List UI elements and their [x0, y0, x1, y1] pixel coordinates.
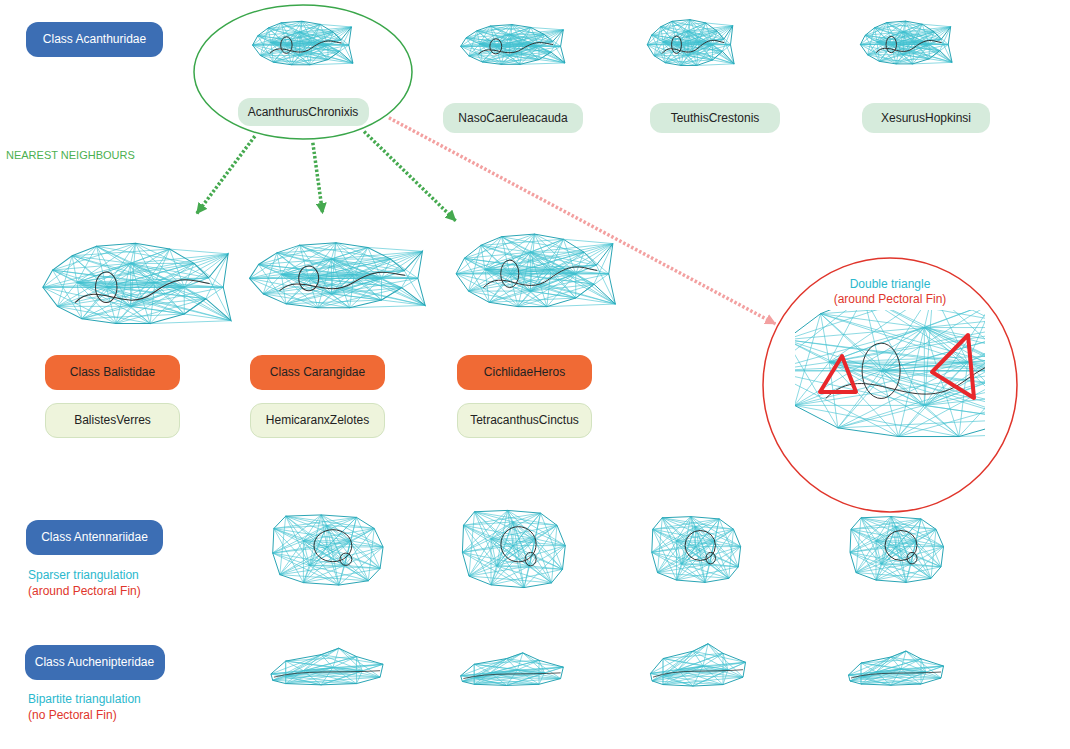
label-pill: AcanthurusChronixis — [238, 98, 369, 126]
neighbour-group: CichlidaeHeros — [457, 210, 617, 390]
fish-triangulation — [795, 310, 985, 437]
species-pill: TeuthisCrestonis — [650, 103, 780, 133]
species-pill: TetracanthusCinctus — [457, 403, 592, 438]
fish-triangulation — [462, 510, 565, 587]
label-pill: CichlidaeHeros — [457, 355, 592, 390]
fish-row-auchenipteridae — [271, 644, 944, 686]
node-label: TetracanthusCinctus — [470, 413, 579, 428]
label-pill: Class Carangidae — [250, 355, 385, 390]
node-label: Class Carangidae — [270, 365, 365, 380]
double-triangle — [932, 335, 974, 398]
node-label: NasoCaeruleacauda — [458, 111, 567, 126]
node-label: Class Acanthuridae — [43, 32, 146, 47]
fish-triangulation — [849, 651, 944, 685]
neighbour-arrow — [313, 143, 323, 213]
species-pill: NasoCaeruleacauda — [443, 103, 583, 133]
fish-triangulation — [250, 243, 426, 308]
label-pill: Class Balistidae — [45, 355, 180, 390]
note-label: Sparser triangulation — [28, 568, 139, 583]
class-pill: Class Antennariidae — [26, 520, 163, 555]
node-label: AcanthurusChronixis — [248, 105, 359, 120]
double-triangle — [820, 356, 856, 392]
fish-triangulation — [461, 653, 564, 686]
fish-triangulation — [860, 21, 952, 64]
species-pill: XesurusHopkinsi — [862, 103, 990, 133]
fish-row-neighbours — [43, 234, 615, 323]
note-label: (no Pectoral Fin) — [28, 708, 117, 723]
class-pill: Class Acanthuridae — [26, 22, 163, 57]
note-label: Bipartite triangulation — [28, 692, 141, 707]
fish-triangulation — [43, 243, 231, 323]
fish-triangulation — [652, 517, 741, 583]
fish-row-antennariidae — [273, 510, 944, 587]
section-label: NEAREST NEIGHBOURS — [6, 148, 135, 163]
fish-triangulation — [651, 644, 746, 686]
node-label: TeuthisCrestonis — [671, 111, 760, 126]
node-label: Class Auchenipteridae — [35, 655, 154, 670]
node-label: CichlidaeHeros — [484, 365, 565, 380]
neighbour-group: Class Balistidae — [45, 215, 215, 390]
callout-text: Double triangle — [762, 277, 1018, 292]
neighbour-group: Class Carangidae — [250, 215, 420, 390]
note-label: (around Pectoral Fin) — [28, 584, 141, 599]
node-label: Class Balistidae — [70, 365, 155, 380]
fish-triangulation — [271, 648, 383, 685]
fish-row-acanthuridae — [253, 20, 952, 66]
zoom-circle: Double triangle(around Pectoral Fin) — [762, 257, 1018, 513]
node-label: XesurusHopkinsi — [881, 111, 971, 126]
highlight-ellipse: AcanthurusChronixis — [193, 4, 413, 140]
class-pill: Class Auchenipteridae — [25, 645, 165, 680]
callout-text: (around Pectoral Fin) — [762, 292, 1018, 307]
node-label: HemicaranxZelotes — [266, 413, 369, 428]
species-pill: BalistesVerres — [45, 403, 180, 438]
neighbour-arrow — [389, 118, 775, 324]
node-label: BalistesVerres — [74, 413, 151, 428]
fish-triangulation — [850, 517, 944, 583]
neighbour-arrow — [197, 136, 255, 213]
fish-triangulation — [456, 234, 615, 307]
node-label: Class Antennariidae — [41, 530, 148, 545]
fish-triangulation — [647, 20, 734, 66]
fish-triangulation — [461, 25, 565, 65]
species-pill: HemicaranxZelotes — [250, 403, 385, 438]
fish-triangulation — [253, 21, 353, 65]
zoomed-pectoral-fin — [795, 310, 985, 437]
fish-triangulation — [273, 515, 383, 585]
